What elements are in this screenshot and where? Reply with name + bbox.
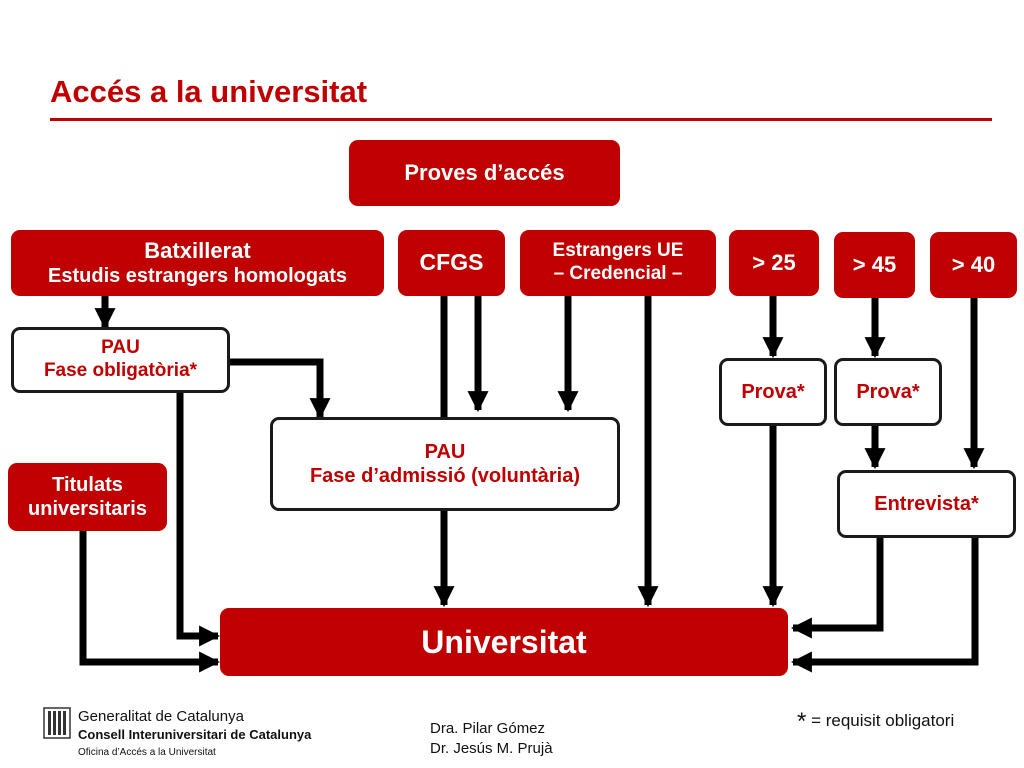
box-cfgs-label: CFGS — [419, 249, 484, 276]
box-over-40: > 40 — [930, 232, 1017, 298]
footer-org-line3: Oficina d’Accés a la Universitat — [78, 747, 216, 758]
box-pau-admissio-subtitle: Fase d’admissió (voluntària) — [309, 465, 581, 487]
legend-required: * = requisit obligatori — [797, 708, 954, 736]
box-pau-obligatoria-title: PAU — [101, 337, 140, 359]
box-entrevista-label: Entrevista* — [874, 493, 979, 515]
box-universitat: Universitat — [220, 608, 788, 676]
box-pau-obligatoria: PAU Fase obligatòria* — [11, 327, 230, 393]
box-prova-45: Prova* — [834, 358, 942, 426]
author-1: Dra. Pilar Gómez — [430, 720, 546, 737]
box-titulats: Titulats universitaris — [8, 463, 167, 531]
box-batxillerat: Batxillerat Estudis estrangers homologat… — [11, 230, 384, 296]
legend-text: = requisit obligatori — [811, 711, 955, 730]
arrow-pauobl-pauadm — [230, 358, 331, 420]
box-over-25: > 25 — [729, 230, 819, 296]
box-prova-25-label: Prova* — [741, 381, 805, 403]
box-titulats-subtitle: universitaris — [28, 498, 147, 520]
box-batxillerat-subtitle: Estudis estrangers homologats — [48, 265, 347, 288]
arrow-entrevista-universitat-1 — [790, 537, 884, 639]
arrow-pauobl-universitat — [176, 392, 221, 647]
box-pau-admissio-title: PAU — [424, 441, 466, 463]
box-entrevista: Entrevista* — [837, 470, 1016, 538]
box-over-45: > 45 — [834, 232, 915, 298]
arrow-titulats-universitat — [79, 530, 221, 673]
generalitat-logo-icon — [43, 707, 71, 739]
box-over-25-label: > 25 — [752, 249, 796, 275]
box-estrangers-subtitle: – Credencial – — [553, 263, 683, 284]
box-pau-obligatoria-subtitle: Fase obligatòria* — [43, 360, 198, 381]
box-prova-45-label: Prova* — [856, 381, 920, 403]
box-universitat-label: Universitat — [421, 623, 587, 660]
footer-authors: Dra. Pilar Gómez Dr. Jesús M. Prujà — [430, 719, 553, 760]
author-2: Dr. Jesús M. Prujà — [430, 740, 553, 758]
footer-organization: Generalitat de Catalunya Consell Interun… — [78, 708, 311, 758]
box-over-40-label: > 40 — [951, 251, 996, 277]
box-estrangers-title: Estrangers UE — [552, 240, 684, 262]
footer-org-line1: Generalitat de Catalunya — [78, 708, 244, 725]
box-titulats-title: Titulats — [52, 474, 123, 496]
box-proves-acces: Proves d’accés — [349, 140, 620, 206]
legend-star: * — [797, 708, 807, 735]
box-proves-acces-label: Proves d’accés — [404, 159, 565, 185]
arrow-entrevista-universitat-2 — [790, 537, 979, 673]
box-prova-25: Prova* — [719, 358, 827, 426]
box-batxillerat-title: Batxillerat — [144, 237, 251, 263]
box-pau-admissio: PAU Fase d’admissió (voluntària) — [270, 417, 620, 511]
box-estrangers: Estrangers UE – Credencial – — [520, 230, 716, 296]
box-over-45-label: > 45 — [852, 251, 897, 277]
title-divider — [50, 118, 992, 121]
footer-org-line2: Consell Interuniversitari de Catalunya — [78, 727, 312, 742]
box-cfgs: CFGS — [398, 230, 505, 296]
page-title: Accés a la universitat — [50, 74, 368, 109]
